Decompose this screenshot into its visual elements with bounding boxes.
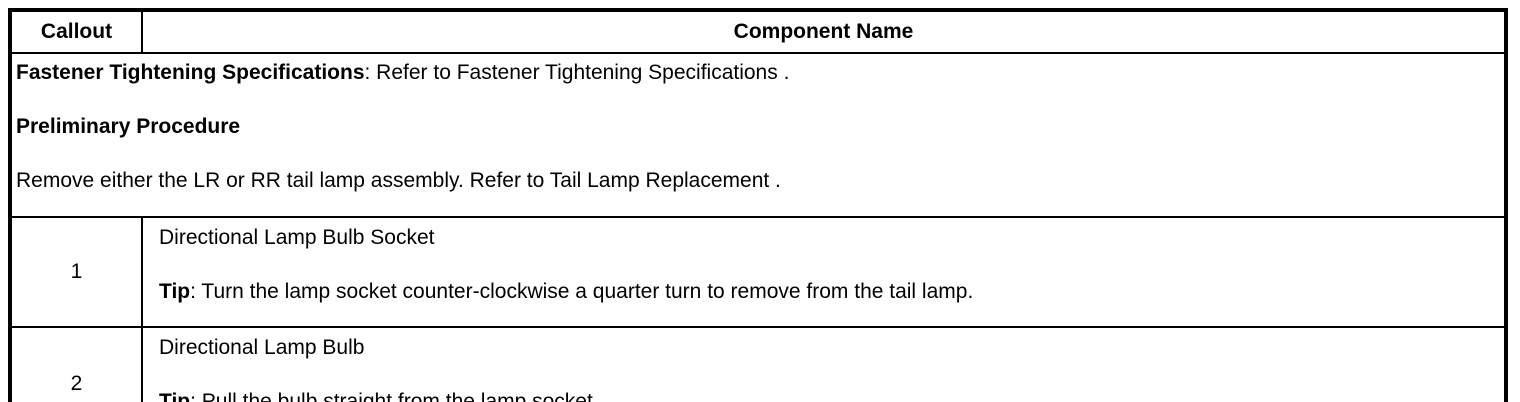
tip-text: : Pull the bulb straight from the lamp s… [190, 390, 599, 402]
procedure-text: Remove either the LR or RR tail lamp ass… [16, 169, 781, 192]
callout-number-cell: 2 [9, 326, 143, 402]
tip-line: Tip: Pull the bulb straight from the lam… [159, 391, 1494, 402]
component-callout-table: Callout Component Name Fastener Tighteni… [8, 8, 1508, 402]
tip-label: Tip [159, 280, 191, 303]
preamble-row: Fastener Tightening Specifications: Refe… [9, 52, 1507, 218]
table-row: 2 Directional Lamp Bulb Tip: Pull the bu… [9, 326, 1507, 402]
component-name: Directional Lamp Bulb Socket [159, 226, 435, 249]
preamble-cell: Fastener Tightening Specifications: Refe… [9, 52, 1507, 218]
component-name: Directional Lamp Bulb [159, 336, 365, 359]
callout-number-cell: 1 [9, 216, 143, 328]
table-row: 1 Directional Lamp Bulb Socket Tip: Turn… [9, 216, 1507, 328]
fastener-specifications-line: Fastener Tightening Specifications: Refe… [16, 62, 1498, 84]
component-cell: Directional Lamp Bulb Socket Tip: Turn t… [141, 216, 1507, 328]
callout-column-header: Callout [9, 9, 143, 54]
fastener-specifications-text: : Refer to Fastener Tightening Specifica… [364, 61, 790, 84]
component-name-column-header: Component Name [141, 9, 1507, 54]
fastener-specifications-label: Fastener Tightening Specifications [16, 61, 365, 84]
tip-line: Tip: Turn the lamp socket counter-clockw… [159, 281, 1494, 303]
tip-text: : Turn the lamp socket counter-clockwise… [190, 280, 974, 303]
tip-label: Tip [159, 390, 191, 402]
preliminary-procedure-heading: Preliminary Procedure [16, 115, 241, 138]
component-cell: Directional Lamp Bulb Tip: Pull the bulb… [141, 326, 1507, 402]
table-header-row: Callout Component Name [9, 9, 1507, 54]
